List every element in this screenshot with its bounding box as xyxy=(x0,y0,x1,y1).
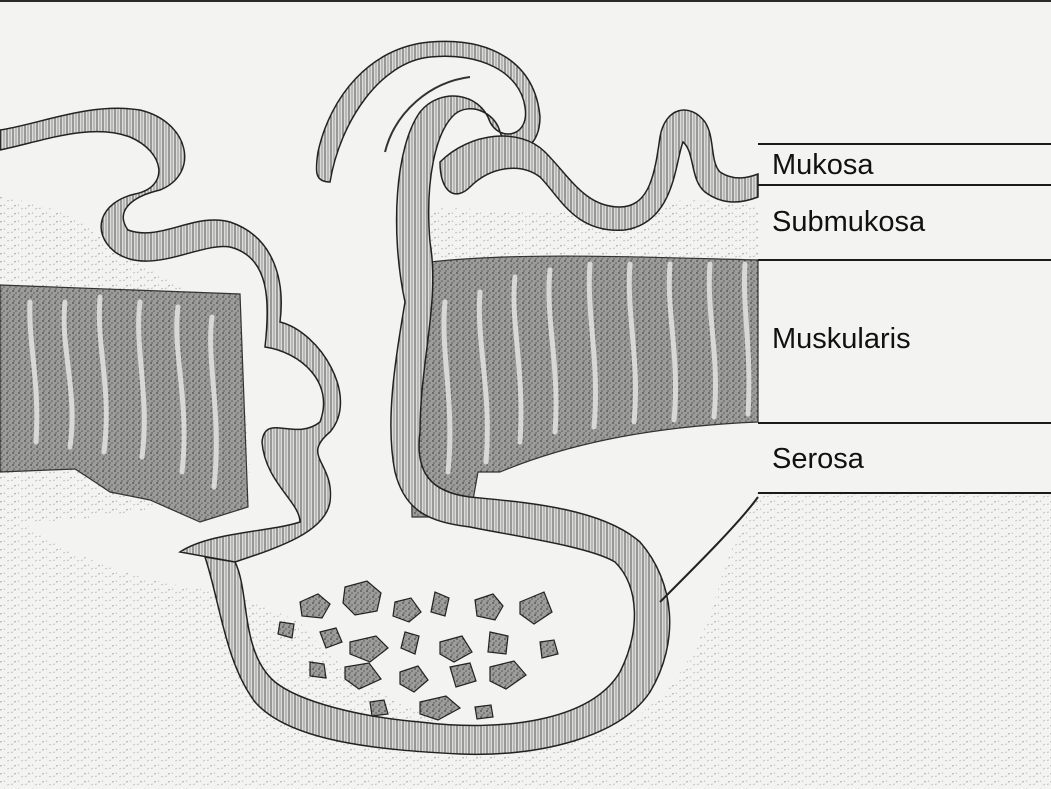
label-muskularis: Muskularis xyxy=(772,325,911,354)
muskularis-right xyxy=(410,256,758,517)
layer-divider-lines xyxy=(758,144,1051,493)
label-mukosa: Mukosa xyxy=(772,151,874,180)
label-serosa: Serosa xyxy=(772,445,864,474)
label-submukosa: Submukosa xyxy=(772,208,925,237)
